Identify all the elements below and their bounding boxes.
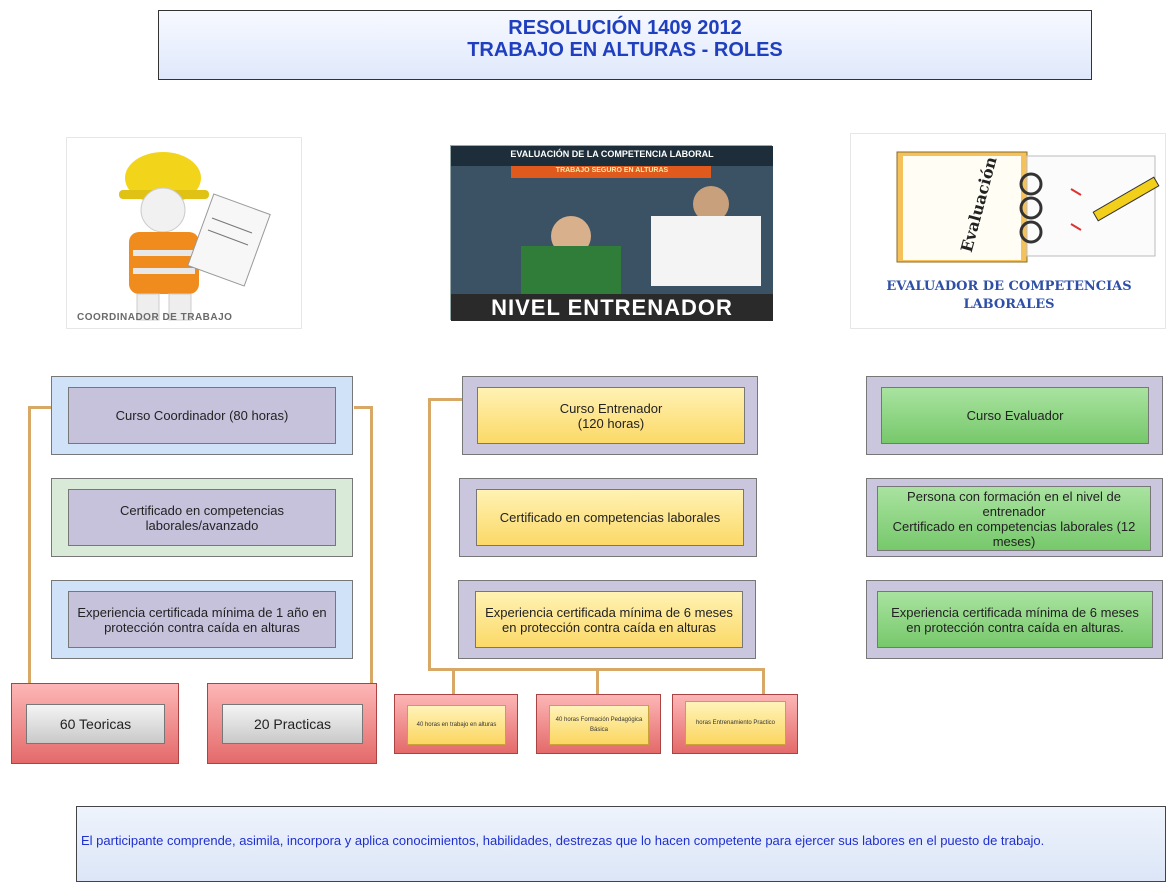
description-text: El participante comprende, asimila, inco… [81,833,1045,848]
entrenador-caption: NIVEL ENTRENADOR [491,295,733,320]
connector-line [28,406,31,684]
entrenador-course-line-1: Curso Entrenador [559,400,663,416]
connector-line [428,398,431,670]
entrenador-image-top: EVALUACIÓN DE LA COMPETENCIA LABORAL [510,149,714,159]
evaluador-requirement: Persona con formación en el nivel de ent… [877,486,1151,551]
title-box: RESOLUCIÓN 1409 2012 TRABAJO EN ALTURAS … [158,10,1092,80]
entrenador-image: EVALUACIÓN DE LA COMPETENCIA LABORAL TRA… [450,145,773,321]
entrenador-certificate-card: Certificado en competencias laborales [459,478,757,557]
evaluador-course-card: Curso Evaluador [866,376,1163,455]
connector-line [28,406,52,409]
entrenador-breakdown-1-card: 40 horas en trabajo en alturas [394,694,518,754]
training-photo-icon [451,146,773,321]
practicas-label: 20 Practicas [222,704,363,744]
entrenador-certificate: Certificado en competencias laborales [476,489,744,546]
evaluador-caption: EVALUADOR DE COMPETENCIAS LABORALES [851,278,1166,314]
evaluador-caption-line-2: LABORALES [963,297,1055,312]
evaluador-image: Evaluación EVALUADOR DE COMPETENCIAS LAB… [850,133,1166,329]
coordinador-course-card: Curso Coordinador (80 horas) [51,376,353,455]
evaluador-requirement-card: Persona con formación en el nivel de ent… [866,478,1163,557]
entrenador-experience: Experiencia certificada mínima de 6 mese… [475,591,743,648]
teoricas-label: 60 Teoricas [26,704,165,744]
entrenador-course: Curso Entrenador (120 horas) [477,387,745,444]
connector-line [428,398,462,401]
entrenador-course-card: Curso Entrenador (120 horas) [462,376,758,455]
evaluador-requirement-line-1: Persona con formación en el nivel de ent… [907,488,1121,519]
connector-line [370,406,373,684]
entrenador-breakdown-3-card: horas Entrenamiento Practico [672,694,798,754]
title-line-2: TRABAJO EN ALTURAS - ROLES [467,39,783,61]
connector-line [762,668,765,694]
entrenador-breakdown-2-card: 40 horas Formación Pedagógica Básica [536,694,661,754]
coordinador-certificate: Certificado en competencias laborales/av… [68,489,336,546]
notebook-pen-icon [896,151,1160,263]
evaluador-course: Curso Evaluador [881,387,1149,444]
entrenador-course-line-2: (120 horas) [577,415,645,431]
entrenador-breakdown-3: horas Entrenamiento Practico [685,701,786,745]
coordinador-experience: Experiencia certificada mínima de 1 año … [68,591,336,648]
connector-line [354,406,373,409]
entrenador-experience-card: Experiencia certificada mínima de 6 mese… [458,580,756,659]
coordinador-certificate-card: Certificado en competencias laborales/av… [51,478,353,557]
coordinador-caption: COORDINADOR DE TRABAJO [77,312,233,323]
teoricas-card: 60 Teoricas [11,683,179,764]
entrenador-breakdown-2: 40 horas Formación Pedagógica Básica [549,705,649,745]
evaluador-caption-line-1: EVALUADOR DE COMPETENCIAS [886,279,1132,294]
description-box: El participante comprende, asimila, inco… [76,806,1166,882]
worker-hardhat-icon [119,152,271,321]
entrenador-breakdown-1: 40 horas en trabajo en alturas [407,705,506,745]
connector-line [452,668,455,694]
coordinador-experience-card: Experiencia certificada mínima de 1 año … [51,580,353,659]
connector-line [596,668,599,694]
evaluador-requirement-line-2: Certificado en competencias laborales (1… [892,518,1136,549]
evaluador-experience-card: Experiencia certificada mínima de 6 mese… [866,580,1163,659]
practicas-card: 20 Practicas [207,683,377,764]
coordinador-image: COORDINADOR DE TRABAJO [66,137,302,329]
title-line-1: RESOLUCIÓN 1409 2012 [508,17,742,39]
coordinador-course: Curso Coordinador (80 horas) [68,387,336,444]
evaluador-experience: Experiencia certificada mínima de 6 mese… [877,591,1153,648]
entrenador-image-sub: TRABAJO SEGURO EN ALTURAS [555,167,669,174]
